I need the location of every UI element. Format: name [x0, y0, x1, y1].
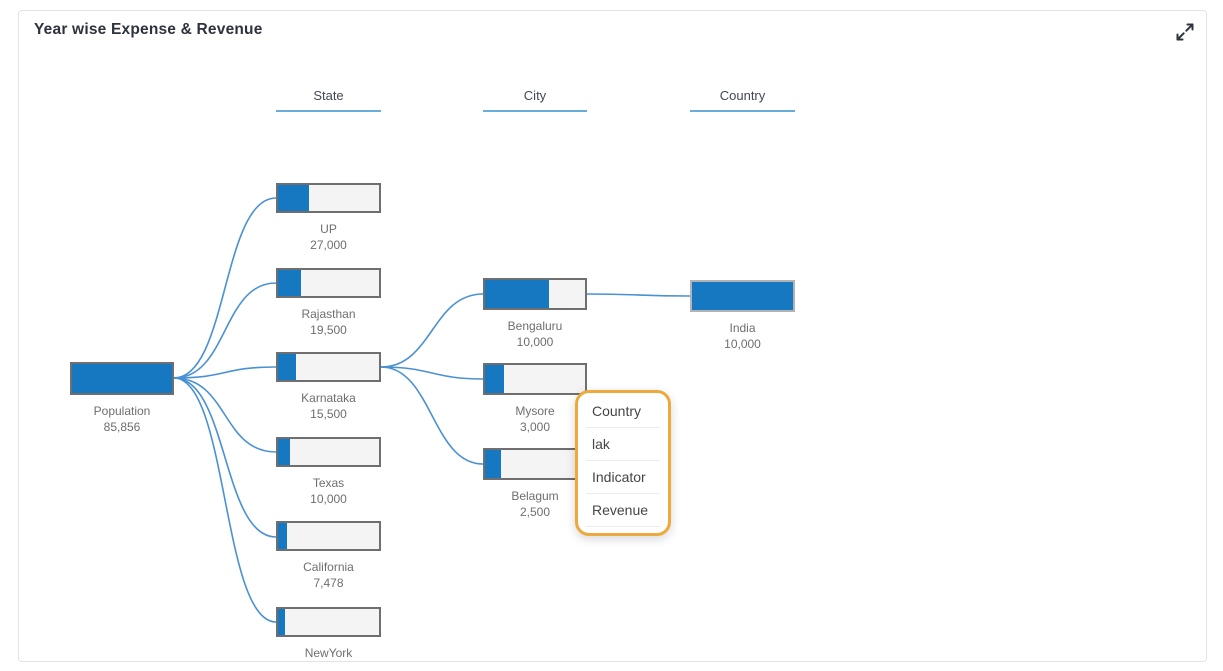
- node-value: 7,478: [313, 576, 344, 590]
- connector-line: [173, 377, 277, 453]
- node-name: Karnataka: [301, 391, 356, 405]
- column-header-underline: [276, 110, 381, 112]
- node-value: 2,500: [519, 505, 551, 519]
- node-newyork[interactable]: [276, 607, 381, 637]
- context-menu: Country lak Indicator Revenue: [575, 390, 671, 536]
- node-up[interactable]: [276, 183, 381, 213]
- bar-fill: [278, 609, 286, 635]
- connector-line: [380, 366, 484, 465]
- column-header-state[interactable]: State: [276, 88, 381, 112]
- expand-icon[interactable]: [1173, 20, 1197, 44]
- node-value: 10,000: [310, 492, 347, 506]
- bar-fill: [72, 364, 172, 393]
- node-mysore[interactable]: [483, 363, 587, 395]
- node-rajasthan[interactable]: [276, 268, 381, 298]
- node-name: India: [729, 321, 756, 335]
- bar-fill: [278, 523, 288, 549]
- column-header-label: City: [523, 88, 547, 103]
- menu-item-revenue[interactable]: Revenue: [592, 502, 649, 518]
- menu-item-indicator[interactable]: Indicator: [592, 469, 646, 485]
- column-header-underline: [690, 110, 795, 112]
- node-label-up: UP 27,000: [256, 221, 401, 253]
- node-value: 27,000: [310, 238, 347, 252]
- menu-item-lak[interactable]: lak: [592, 436, 610, 452]
- menu-divider: [586, 460, 660, 461]
- menu-divider: [586, 427, 660, 428]
- node-bengaluru[interactable]: [483, 278, 587, 310]
- node-label-belagum: Belagum 2,500: [463, 488, 607, 520]
- bar-fill: [278, 270, 302, 296]
- node-name: California: [303, 560, 354, 574]
- node-california[interactable]: [276, 521, 381, 551]
- node-label-karnataka: Karnataka 15,500: [256, 390, 401, 422]
- connector-line: [173, 282, 277, 379]
- node-label-bengaluru: Bengaluru 10,000: [463, 318, 607, 350]
- bar-fill: [278, 185, 310, 211]
- node-name: Texas: [312, 476, 345, 490]
- node-texas[interactable]: [276, 437, 381, 467]
- connector-line: [173, 366, 277, 379]
- bar-fill: [692, 282, 793, 310]
- node-label-california: California 7,478: [256, 559, 401, 591]
- node-population[interactable]: [70, 362, 174, 395]
- bar-fill: [278, 439, 291, 465]
- node-label-texas: Texas 10,000: [256, 475, 401, 507]
- node-value: 3,000: [519, 420, 551, 434]
- column-header-label: Country: [719, 88, 766, 103]
- node-label-population: Population 85,856: [52, 403, 192, 435]
- node-value: 19,500: [310, 323, 347, 337]
- node-name: Bengaluru: [507, 319, 563, 333]
- connector-line: [173, 377, 277, 623]
- node-name: NewYork: [304, 646, 353, 660]
- node-value: 10,000: [516, 335, 554, 349]
- connector-line: [380, 293, 484, 368]
- connector-line: [173, 197, 277, 379]
- node-name: Belagum: [511, 489, 559, 503]
- node-name: Mysore: [515, 404, 555, 418]
- connector-line: [380, 366, 484, 380]
- column-header-city[interactable]: City: [483, 88, 587, 112]
- node-value: 15,500: [310, 407, 347, 421]
- column-header-underline: [483, 110, 587, 112]
- node-value: 10,000: [724, 337, 761, 351]
- bar-fill: [485, 365, 504, 393]
- connector-line: [173, 377, 277, 538]
- bar-fill: [485, 280, 549, 308]
- node-name: Population: [93, 404, 151, 418]
- bar-fill: [485, 450, 501, 478]
- node-name: UP: [320, 222, 337, 236]
- node-value: 85,856: [103, 420, 141, 434]
- menu-item-country[interactable]: Country: [592, 403, 642, 419]
- node-name: Rajasthan: [301, 307, 356, 321]
- column-header-country[interactable]: Country: [690, 88, 795, 112]
- node-karnataka[interactable]: [276, 352, 381, 382]
- bar-fill: [278, 354, 297, 380]
- menu-divider: [586, 526, 660, 527]
- node-label-india: India 10,000: [670, 320, 815, 352]
- chart-title: Year wise Expense & Revenue: [34, 21, 263, 38]
- connector-line: [586, 293, 691, 297]
- node-belagum[interactable]: [483, 448, 587, 480]
- node-label-newyork: NewYork: [256, 645, 401, 661]
- column-header-label: State: [313, 88, 344, 103]
- node-label-rajasthan: Rajasthan 19,500: [256, 306, 401, 338]
- menu-divider: [586, 493, 660, 494]
- node-label-mysore: Mysore 3,000: [463, 403, 607, 435]
- node-india[interactable]: [690, 280, 795, 312]
